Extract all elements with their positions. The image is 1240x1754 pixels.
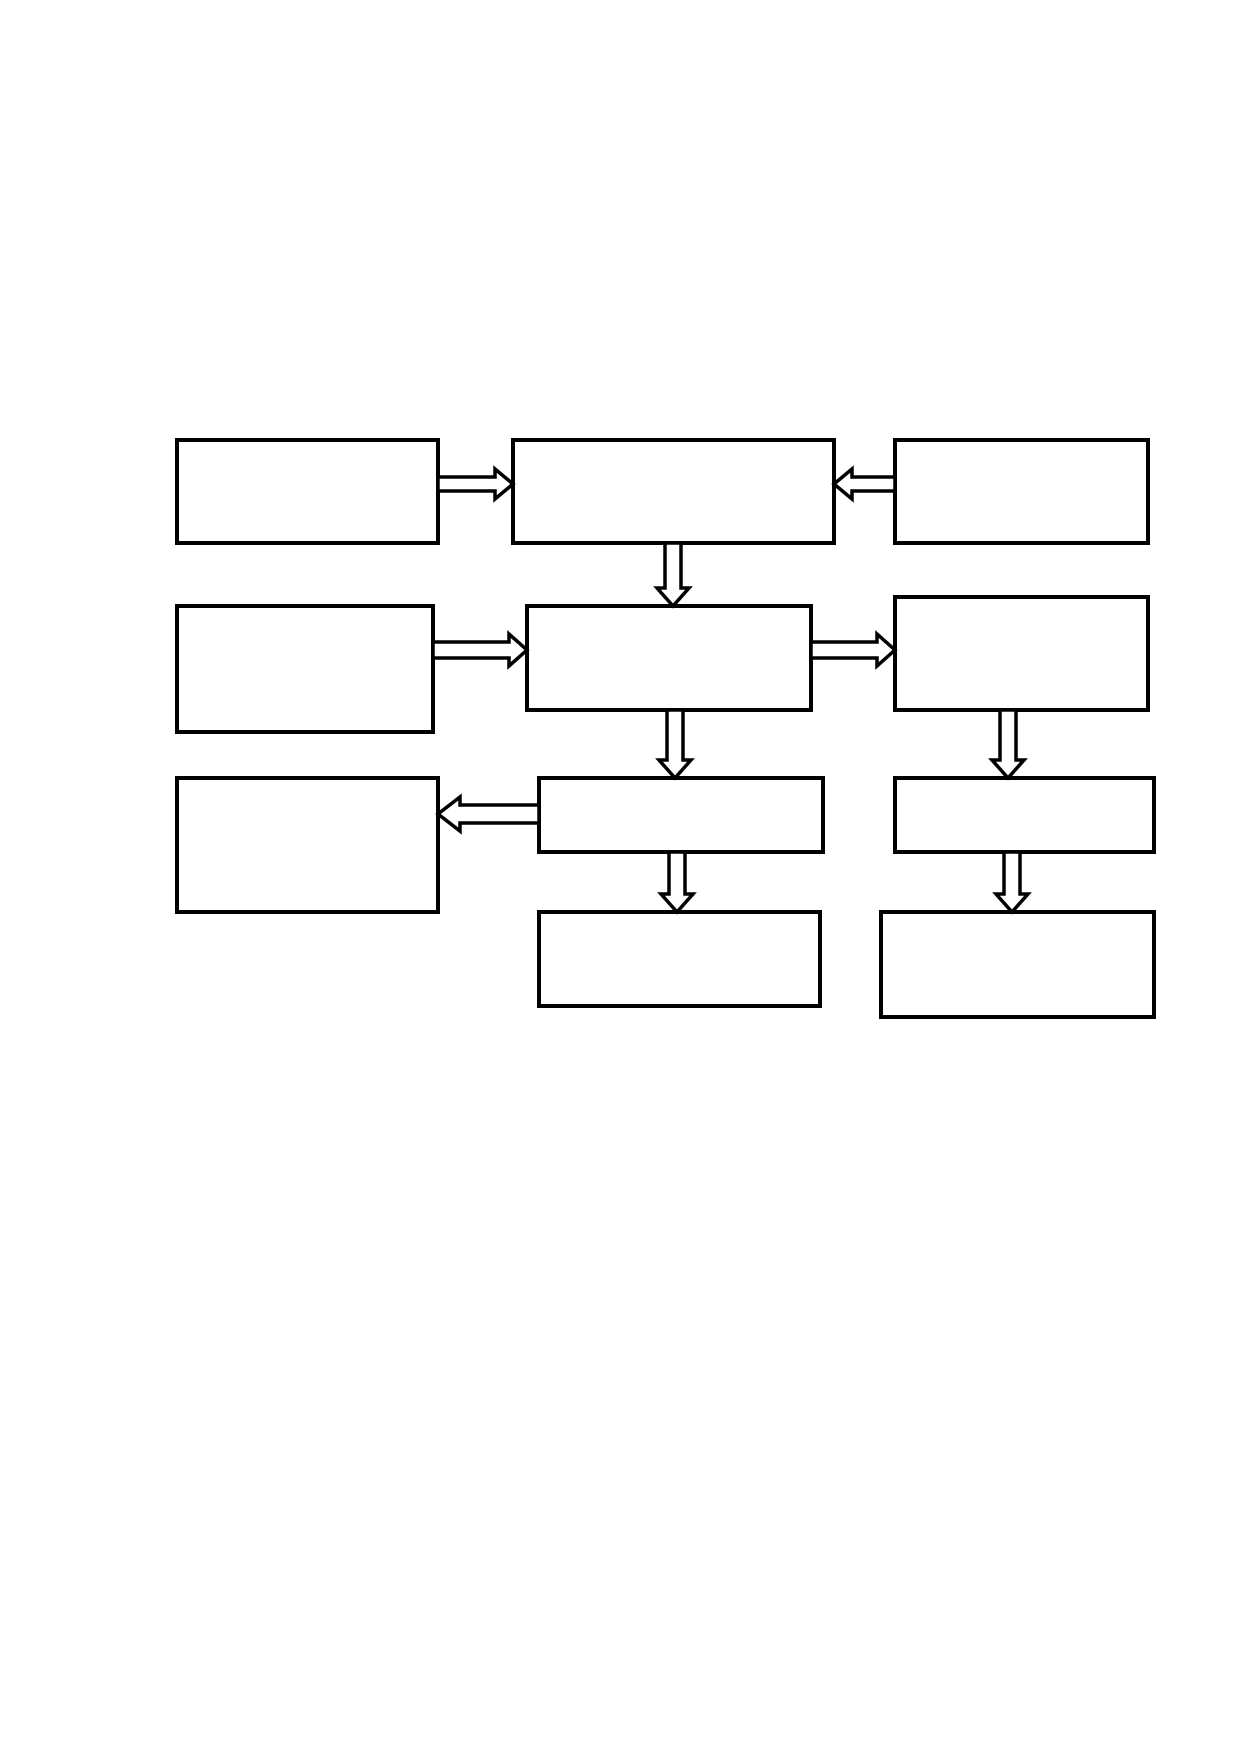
flowchart-node-row2-right — [893, 595, 1150, 712]
flowchart-node-row3-left — [175, 776, 440, 914]
flowchart-box — [175, 776, 440, 914]
flowchart-node-row2-left — [175, 604, 435, 734]
flowchart-box — [893, 438, 1150, 545]
flowchart-node-row2-center — [525, 604, 813, 712]
flowchart-node-row3-right — [893, 776, 1156, 854]
arrow-row1-left-to-row1-center — [436, 465, 516, 503]
arrow-row2-center-to-row2-right — [809, 630, 898, 670]
arrow-row3-center-to-row4-center — [657, 850, 697, 915]
flowchart-box — [537, 910, 822, 1008]
arrow-row1-center-to-row2-center — [653, 541, 693, 609]
flowchart-box — [525, 604, 813, 712]
flowchart-node-row1-right — [893, 438, 1150, 545]
flowchart-box — [537, 776, 825, 854]
arrow-row2-right-to-row3-right — [988, 708, 1028, 781]
flowchart-node-row4-center — [537, 910, 822, 1008]
flowchart-box — [879, 910, 1156, 1019]
flowchart-box — [175, 604, 435, 734]
arrow-row3-right-to-row4-right — [992, 850, 1032, 915]
arrow-row2-left-to-row2-center — [431, 630, 530, 670]
flowchart-node-row3-center — [537, 776, 825, 854]
flowchart-box — [511, 438, 836, 545]
flowchart-box — [893, 595, 1150, 712]
arrow-row1-right-to-row1-center — [831, 465, 897, 503]
flowchart-node-row1-left — [175, 438, 440, 545]
flowchart-boxes — [175, 438, 1156, 1019]
flowchart-arrows — [431, 465, 1032, 915]
flowchart-node-row4-right — [879, 910, 1156, 1019]
arrow-row3-center-to-row3-left — [435, 793, 541, 835]
flowchart-box — [893, 776, 1156, 854]
flowchart-node-row1-center — [511, 438, 836, 545]
flowchart-box — [175, 438, 440, 545]
arrow-row2-center-to-row3-center — [655, 708, 695, 781]
